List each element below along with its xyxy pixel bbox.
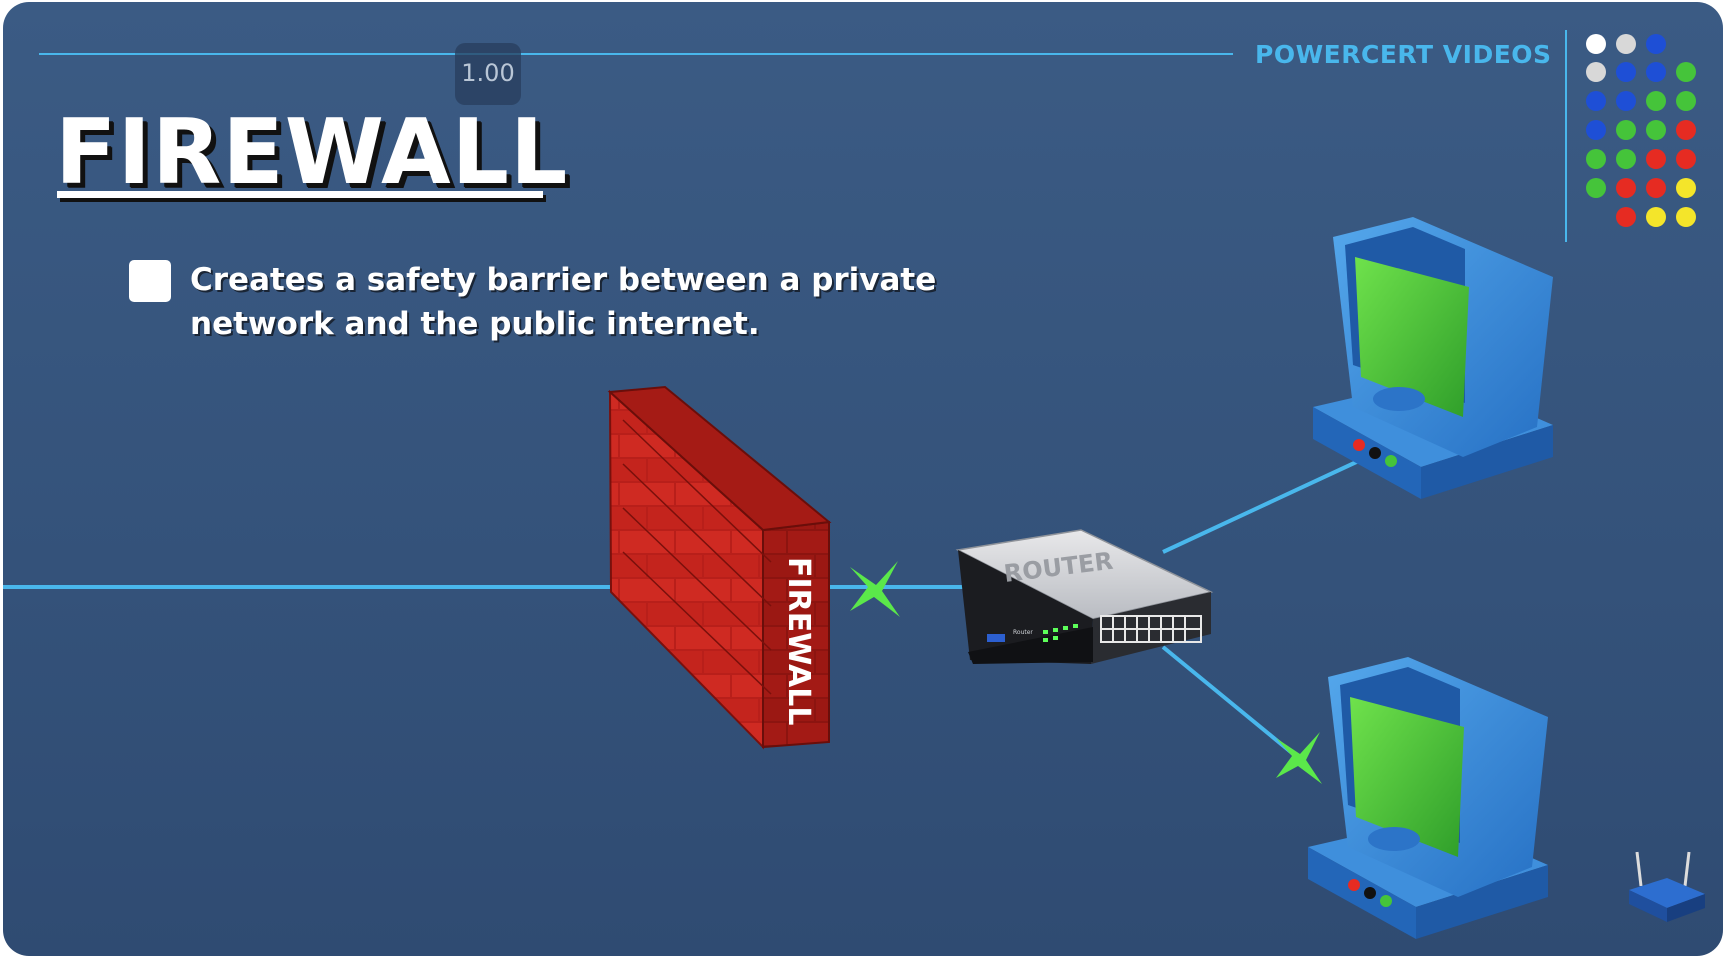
- wireless-router-icon: [1629, 851, 1705, 922]
- brand-name: POWERCERT VIDEOS: [1255, 40, 1552, 69]
- title-underline: [57, 191, 543, 198]
- bullet-checkbox-icon: [129, 260, 171, 302]
- router-pc2-cable: [1161, 645, 1305, 764]
- router-device: [955, 529, 1214, 664]
- firewall-wall: [607, 385, 832, 750]
- green-x-icon: [1276, 732, 1322, 784]
- green-x-icon: [850, 561, 900, 617]
- slide-title: FIREWALL: [55, 100, 569, 205]
- video-frame: FIREWALL ROUTER Router POWERCERT VIDEOS …: [3, 2, 1723, 956]
- firewall-wall-label: FIREWALL: [781, 557, 816, 725]
- router-small-label: Router: [1013, 629, 1033, 636]
- router-pc1-cable: [1162, 456, 1366, 554]
- playback-speed-badge[interactable]: 1.00: [455, 43, 521, 105]
- scene-graphics: FIREWALL ROUTER Router: [3, 30, 1705, 939]
- bullet-text: Creates a safety barrier between a priva…: [190, 262, 937, 342]
- computer-icon: [1308, 657, 1548, 939]
- computer-icon: [1313, 217, 1553, 499]
- brand-dot-grid-icon: [1586, 34, 1696, 227]
